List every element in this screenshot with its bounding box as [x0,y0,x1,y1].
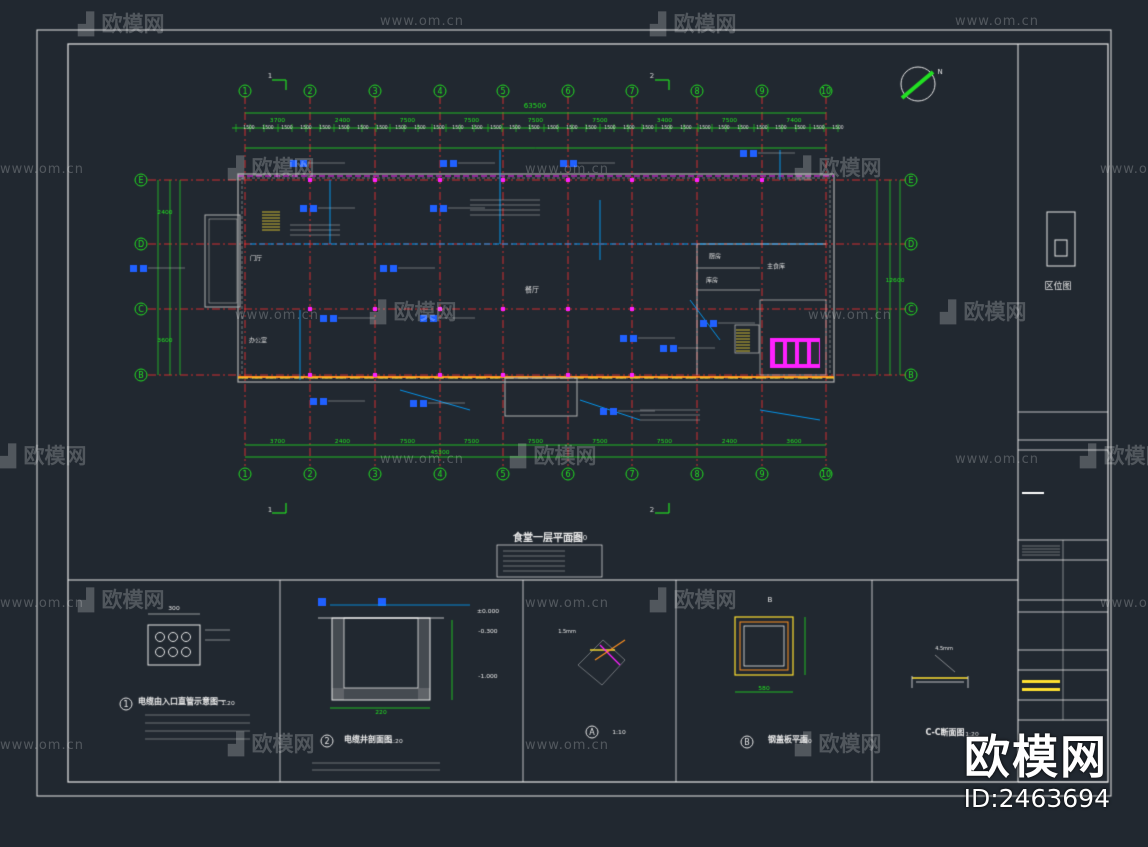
brand-id: ID:2463694 [963,784,1110,813]
brand-logo: 欧模网 [964,730,1108,784]
